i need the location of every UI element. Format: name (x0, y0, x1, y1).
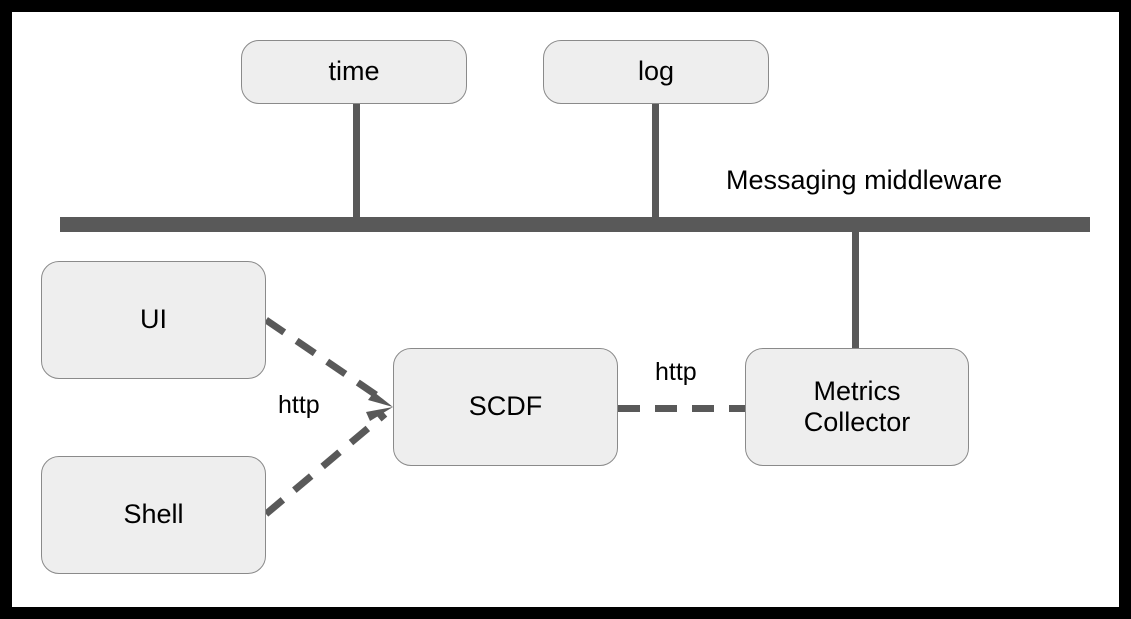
node-log[interactable]: log (543, 40, 769, 104)
node-log-label: log (637, 56, 675, 87)
node-shell[interactable]: Shell (41, 456, 266, 574)
edge-label-http-left: http (278, 391, 320, 419)
edge-ui-to-scdf (264, 317, 387, 404)
node-time-label: time (328, 56, 380, 87)
node-ui-label: UI (140, 304, 167, 335)
node-scdf-label: SCDF (468, 391, 543, 422)
node-ui[interactable]: UI (41, 261, 266, 379)
arrowhead-shell-to-scdf (366, 407, 393, 421)
messaging-middleware-label: Messaging middleware (726, 165, 1003, 195)
node-metrics-collector-label: Metrics Collector (803, 375, 911, 437)
edge-shell-to-scdf (263, 411, 388, 517)
node-shell-label: Shell (123, 499, 184, 530)
arrowhead-ui-to-scdf (368, 392, 393, 407)
node-time[interactable]: time (241, 40, 467, 104)
edge-label-http-right: http (655, 358, 697, 386)
node-scdf[interactable]: SCDF (393, 348, 618, 466)
node-metrics-collector[interactable]: Metrics Collector (745, 348, 969, 466)
